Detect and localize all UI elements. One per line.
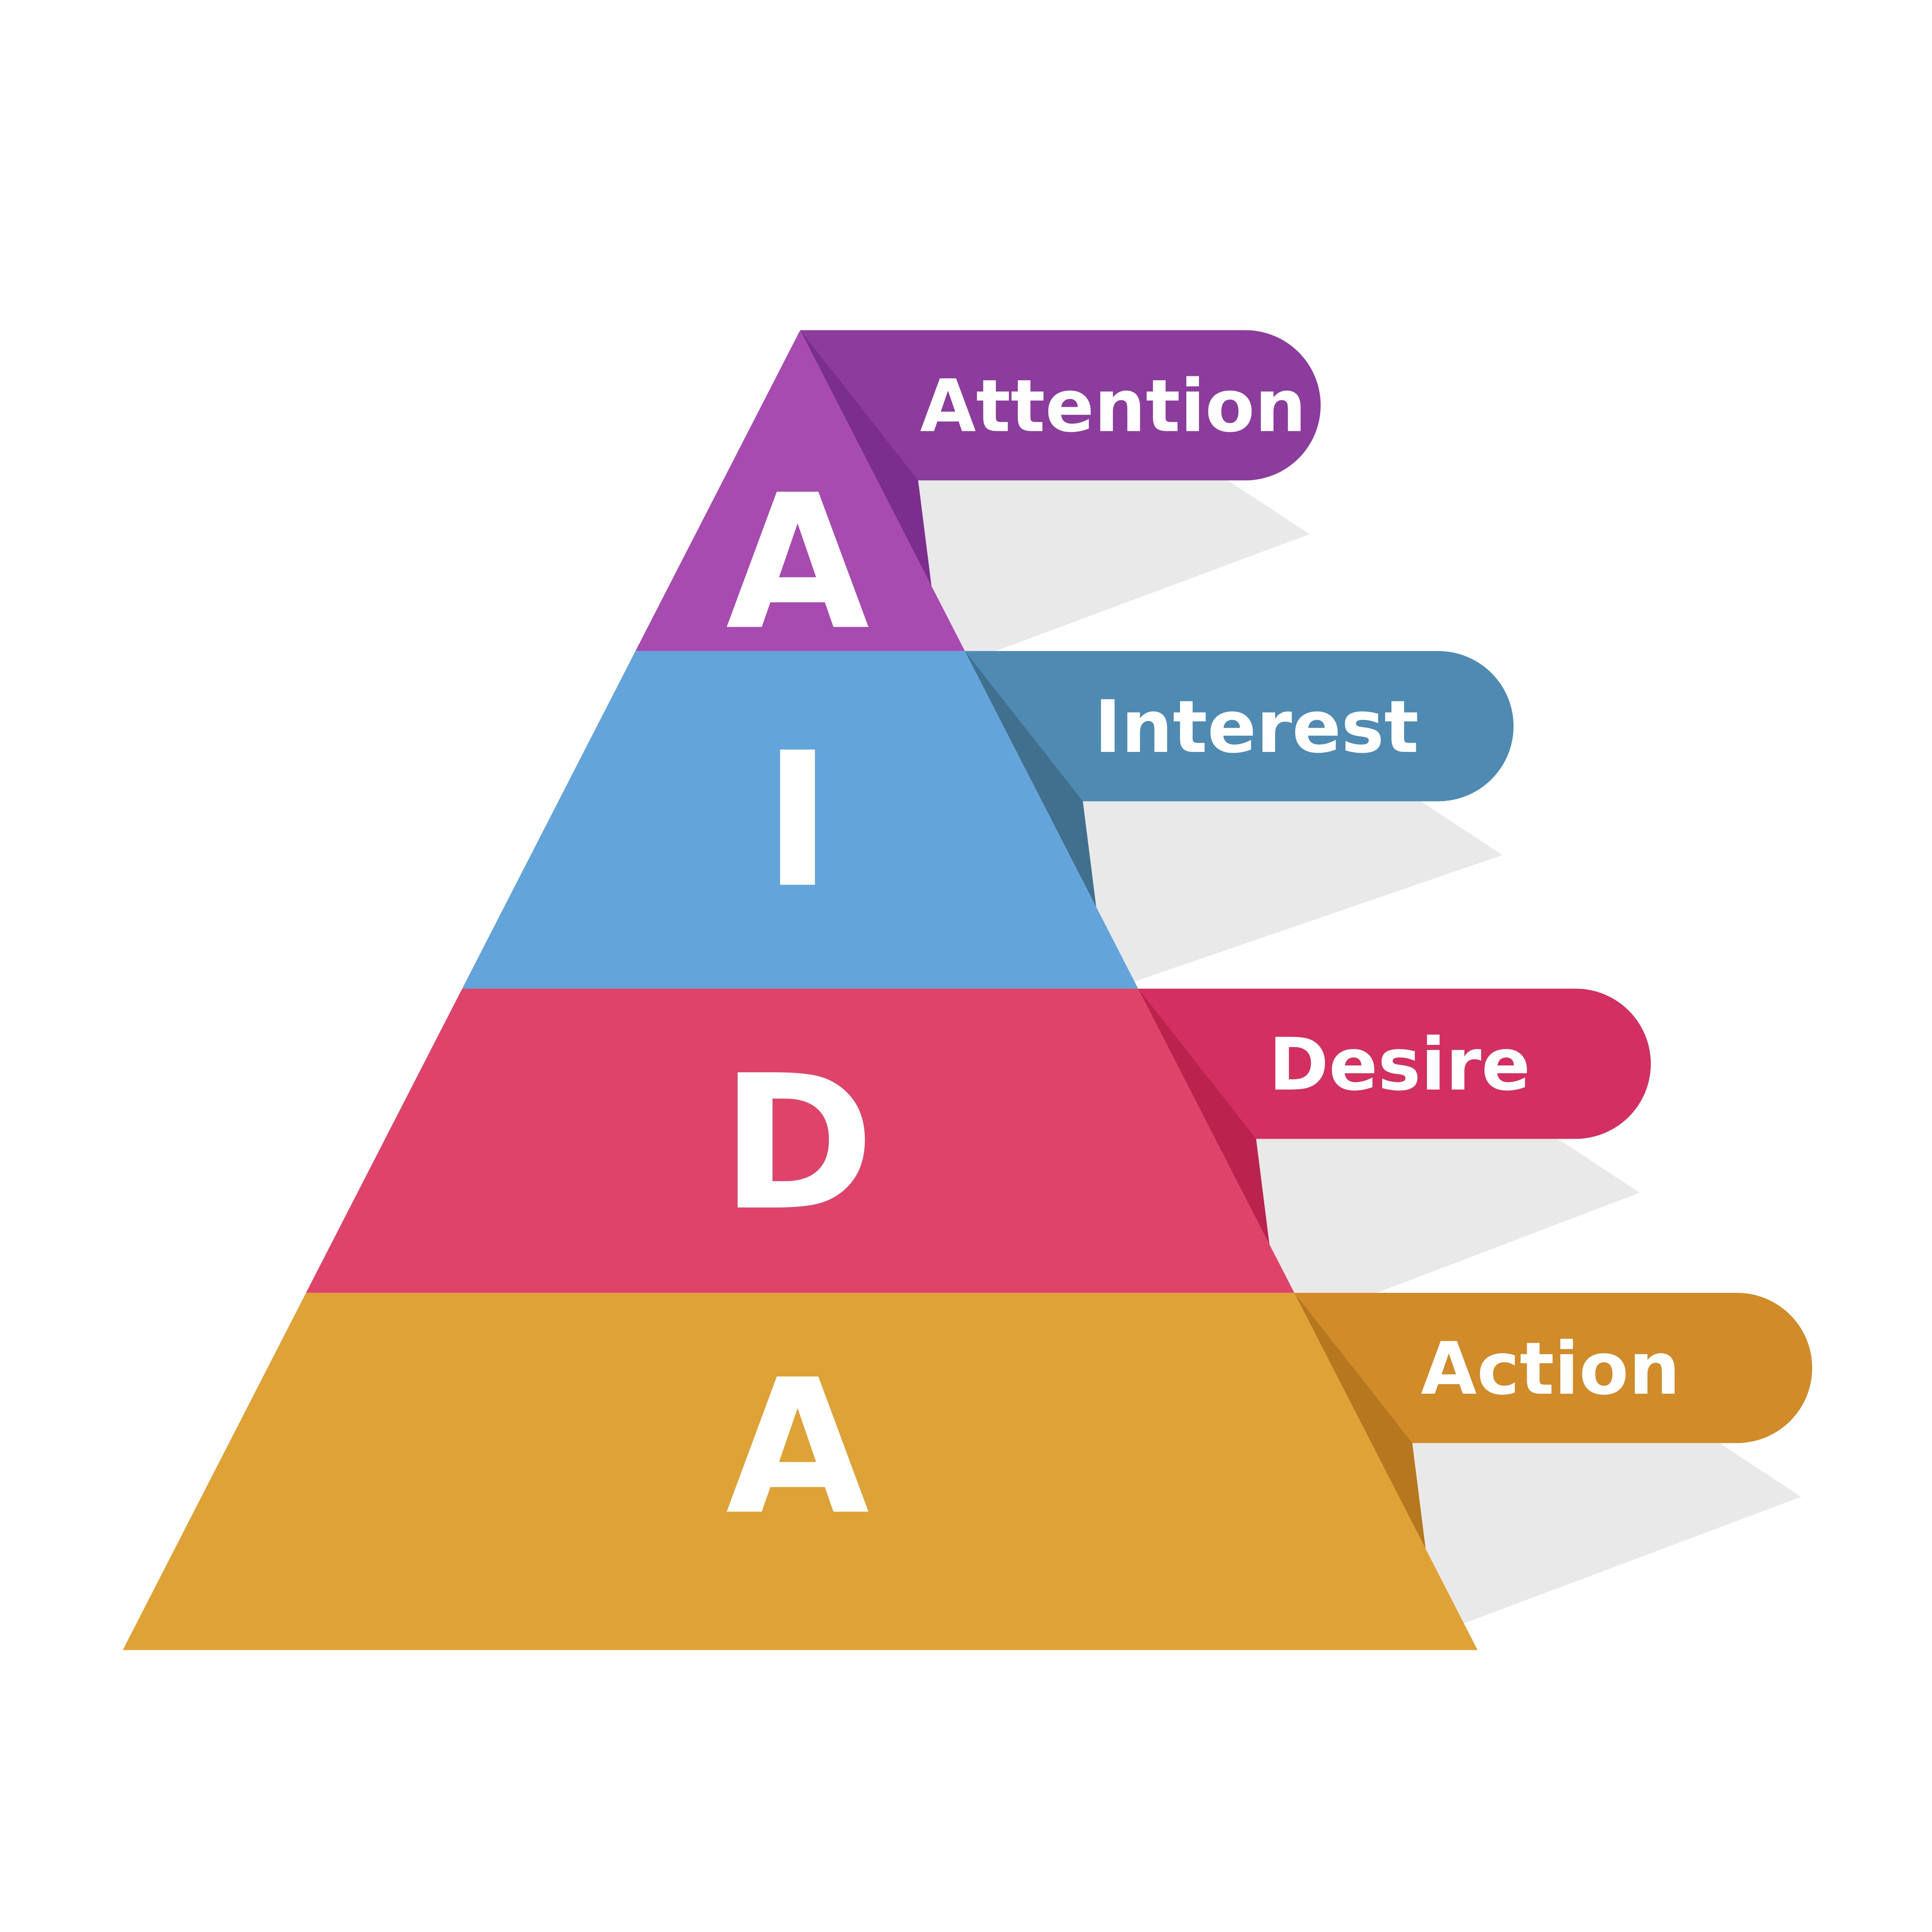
interest-banner-shadow — [1042, 801, 1503, 982]
pyramid-band-attention — [635, 330, 965, 651]
letter-attention: A — [726, 455, 871, 671]
pyramid — [122, 330, 1478, 1650]
interest-banner — [965, 651, 1514, 801]
action-banner — [1294, 1293, 1812, 1443]
banner-shadows — [877, 480, 1801, 1624]
pyramid-letters: A I D A — [721, 455, 874, 1556]
letter-interest: I — [763, 713, 832, 929]
action-banner-label: Action — [1421, 1327, 1680, 1411]
pyramid-band-interest — [462, 651, 1138, 989]
interest-banner-label: Interest — [1094, 685, 1419, 769]
desire-banner — [1138, 988, 1651, 1139]
attention-banner-label: Attention — [920, 364, 1306, 449]
banners — [800, 330, 1812, 1443]
letter-desire: D — [721, 1036, 874, 1252]
attention-banner-shadow — [877, 480, 1310, 661]
attention-banner — [800, 330, 1321, 481]
desire-banner-label: Desire — [1269, 1023, 1530, 1107]
pyramid-band-desire — [306, 988, 1294, 1293]
banner-labels: Attention Interest Desire Action — [920, 364, 1680, 1411]
pyramid-band-action — [122, 1293, 1478, 1650]
action-banner-shadow — [1371, 1443, 1801, 1624]
desire-banner-shadow — [1215, 1139, 1640, 1319]
letter-action: A — [726, 1340, 871, 1556]
